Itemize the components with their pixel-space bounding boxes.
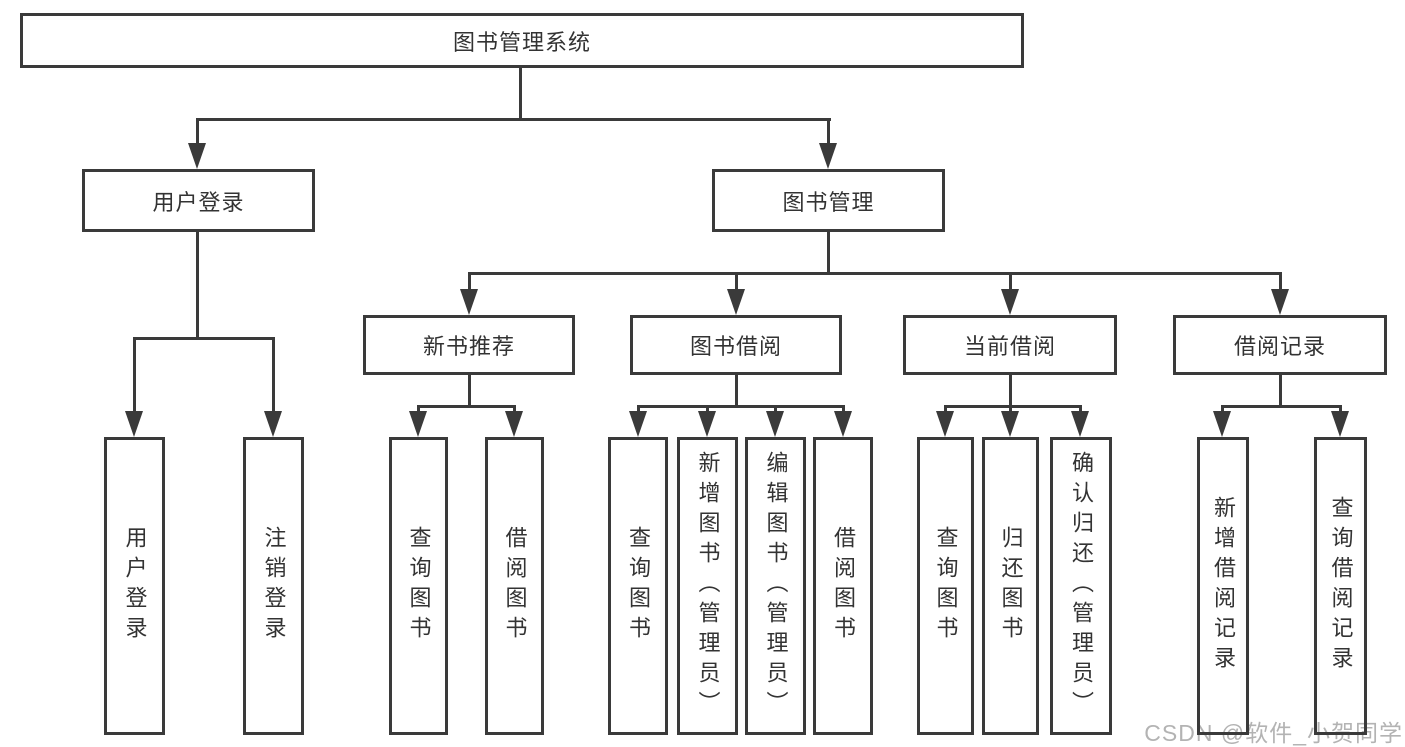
leaf-logout: 注销登录 (243, 437, 304, 735)
leaf-add-borrow-record: 新增借阅记录 (1197, 437, 1249, 735)
arrowhead-d1 (936, 411, 954, 437)
csdn-watermark: CSDN @软件_小贺同学 (1144, 720, 1403, 746)
connector-drop-c3 (774, 405, 777, 415)
node-book-borrowing: 图书借阅 (630, 315, 842, 375)
leaf-return-books-label: 归还图书 (998, 526, 1024, 646)
arrowhead-d3 (1071, 411, 1089, 437)
connector-drop-new-book (468, 272, 471, 291)
leaf-confirm-return-admin-label: 确认归还（管理员） (1069, 451, 1094, 721)
leaf-borrow-books-recommend-label: 借阅图书 (502, 526, 528, 646)
arrowhead-b1 (409, 411, 427, 437)
leaf-confirm-return-admin: 确认归还（管理员） (1050, 437, 1112, 735)
arrowhead-book-borrowing (727, 289, 745, 315)
arrowhead-c3 (766, 411, 784, 437)
connector-drop-c1 (637, 405, 640, 415)
connector-drop-e2 (1339, 405, 1342, 415)
arrowhead-d2 (1001, 411, 1019, 437)
connector-book-management-branch (468, 272, 1282, 275)
connector-drop-book-borrowing (735, 272, 738, 291)
node-borrowing-records: 借阅记录 (1173, 315, 1387, 375)
leaf-borrow-books-borrowing-label: 借阅图书 (831, 526, 856, 646)
connector-drop-d1 (944, 405, 947, 415)
arrowhead-current-borrowing (1001, 289, 1019, 315)
connector-book-management-stem (827, 232, 830, 272)
arrowhead-c1 (629, 411, 647, 437)
leaf-add-borrow-record-label: 新增借阅记录 (1211, 496, 1236, 676)
leaf-user-login: 用户登录 (104, 437, 165, 735)
connector-drop-borrowing-records (1279, 272, 1282, 291)
leaf-borrow-books-borrowing: 借阅图书 (813, 437, 873, 735)
leaf-add-books-admin-label: 新增图书（管理员） (695, 451, 721, 721)
connector-drop-user-login (196, 118, 199, 146)
connector-book-borrowing-stem (735, 375, 738, 405)
leaf-edit-books-admin-label: 编辑图书（管理员） (763, 451, 789, 721)
connector-new-book-branch (417, 405, 516, 408)
leaf-logout-label: 注销登录 (261, 526, 287, 646)
leaf-edit-books-admin: 编辑图书（管理员） (745, 437, 806, 735)
connector-drop-leaf-user-login (133, 337, 136, 413)
connector-drop-e1 (1221, 405, 1224, 415)
node-root: 图书管理系统 (20, 13, 1024, 68)
leaf-query-books-borrowing-label: 查询图书 (626, 526, 651, 646)
node-user-login: 用户登录 (82, 169, 315, 232)
connector-drop-leaf-logout (272, 337, 275, 413)
connector-drop-c4 (842, 405, 845, 415)
connector-borrowing-records-stem (1279, 375, 1282, 405)
connector-drop-d3 (1079, 405, 1082, 415)
node-book-management: 图书管理 (712, 169, 945, 232)
arrowhead-borrowing-records (1271, 289, 1289, 315)
arrowhead-e1 (1213, 411, 1231, 437)
connector-current-borrowing-branch (944, 405, 1082, 408)
arrowhead-b2 (505, 411, 523, 437)
connector-root-stem (519, 68, 522, 118)
leaf-query-books-recommend-label: 查询图书 (406, 526, 432, 646)
connector-borrowing-records-branch (1221, 405, 1342, 408)
leaf-return-books: 归还图书 (982, 437, 1039, 735)
arrowhead-c4 (834, 411, 852, 437)
connector-drop-c2 (706, 405, 709, 415)
leaf-user-login-label: 用户登录 (122, 526, 148, 646)
leaf-query-books-borrowing: 查询图书 (608, 437, 668, 735)
connector-current-borrowing-stem (1009, 375, 1012, 405)
leaf-query-books-current-label: 查询图书 (933, 526, 959, 646)
arrowhead-leaf-user-login (125, 411, 143, 437)
leaf-query-books-recommend: 查询图书 (389, 437, 448, 735)
connector-drop-current-borrowing (1009, 272, 1012, 291)
connector-user-login-stem (196, 232, 199, 337)
arrowhead-leaf-logout (264, 411, 282, 437)
leaf-query-borrow-record: 查询借阅记录 (1314, 437, 1367, 735)
arrowhead-book-management (819, 143, 837, 169)
connector-drop-b1 (417, 405, 420, 415)
arrowhead-user-login (188, 143, 206, 169)
connector-new-book-stem (468, 375, 471, 405)
node-new-book-recommendation: 新书推荐 (363, 315, 575, 375)
connector-drop-b2 (513, 405, 516, 415)
leaf-query-books-current: 查询图书 (917, 437, 974, 735)
leaf-query-borrow-record-label: 查询借阅记录 (1328, 496, 1354, 676)
arrowhead-c2 (698, 411, 716, 437)
leaf-add-books-admin: 新增图书（管理员） (677, 437, 738, 735)
connector-book-borrowing-branch (637, 405, 845, 408)
connector-drop-d2 (1009, 405, 1012, 415)
node-current-borrowing: 当前借阅 (903, 315, 1117, 375)
connector-drop-book-management (827, 118, 830, 146)
arrowhead-new-book (460, 289, 478, 315)
leaf-borrow-books-recommend: 借阅图书 (485, 437, 544, 735)
connector-user-login-branch (133, 337, 275, 340)
connector-root-branch (196, 118, 831, 121)
arrowhead-e2 (1331, 411, 1349, 437)
